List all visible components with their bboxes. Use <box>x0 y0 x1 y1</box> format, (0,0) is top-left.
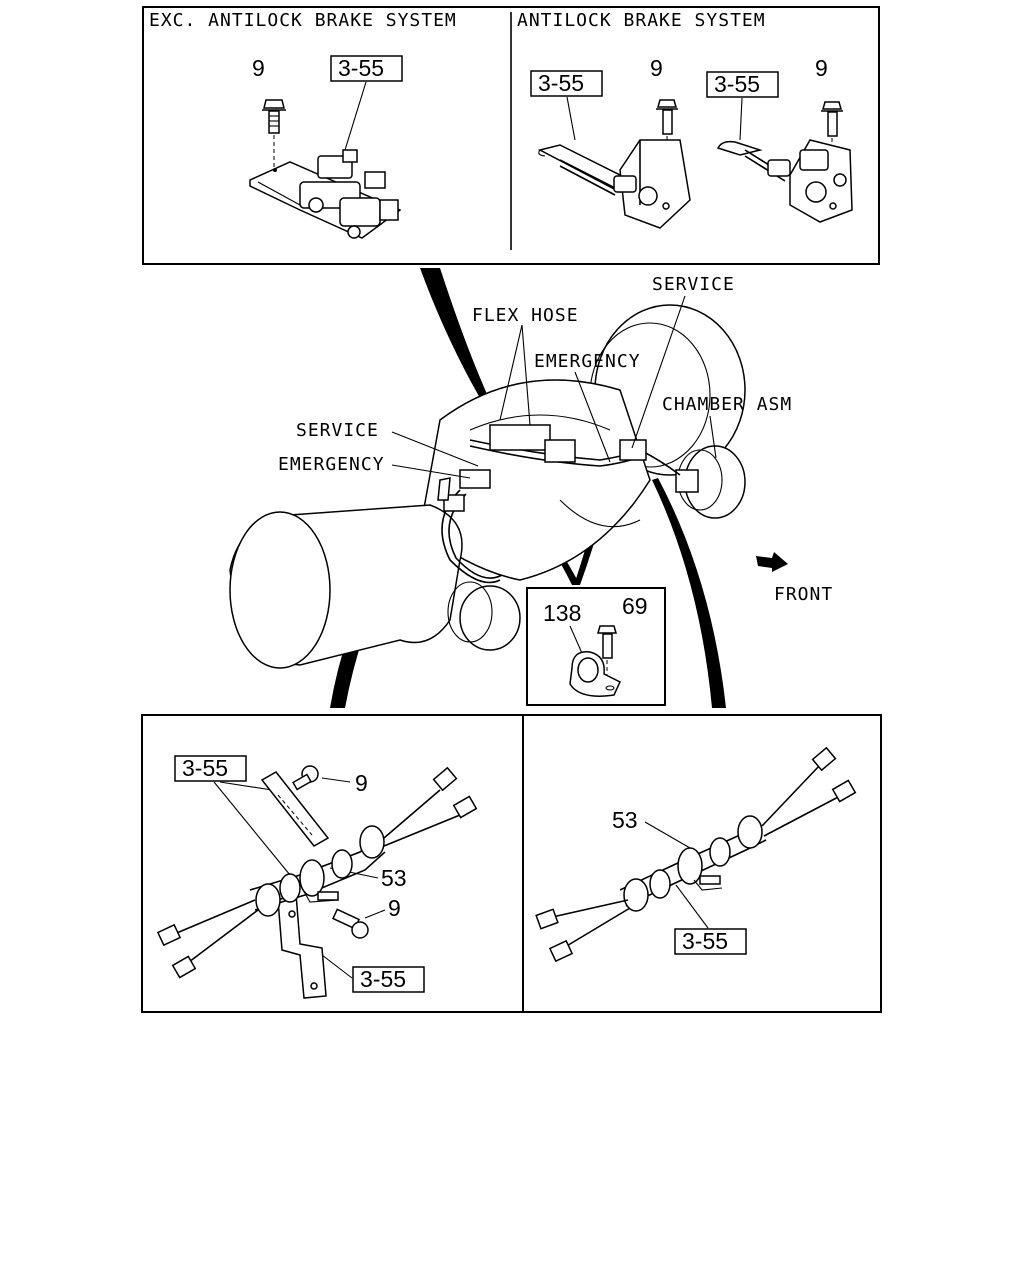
clip-number-53: 53 <box>381 865 407 891</box>
clamp-icon <box>569 651 621 697</box>
leader-line <box>321 777 351 783</box>
abs-bracket-a-icon <box>537 139 691 229</box>
leader-line <box>213 781 291 876</box>
bolt-number-9-bottom: 9 <box>388 895 401 921</box>
clamp-bolt-number: 69 <box>622 593 648 619</box>
emergency-label-right: EMERGENCY <box>534 351 641 372</box>
ref-box-top <box>174 755 247 782</box>
ref-label-right: 3-55 <box>682 928 728 954</box>
ref-label-b: 3-55 <box>714 71 760 97</box>
bolt-number-9a: 9 <box>650 55 663 81</box>
leader-line <box>739 97 743 141</box>
leader-line <box>321 954 353 979</box>
flex-hose-label: FLEX HOSE <box>472 305 579 326</box>
leader-line <box>364 909 386 919</box>
service-label-left: SERVICE <box>296 420 379 441</box>
leader-line <box>644 821 691 849</box>
chamber-asm-label: CHAMBER ASM <box>662 394 792 415</box>
hose-assembly-icon <box>156 766 478 979</box>
leader-line <box>574 371 611 463</box>
leader-line <box>631 295 686 449</box>
service-label-right: SERVICE <box>652 274 735 295</box>
leader-line <box>391 431 479 467</box>
leader-line <box>344 81 367 151</box>
bolt-icon <box>332 908 369 939</box>
abs-title: ANTILOCK BRAKE SYSTEM <box>517 10 766 31</box>
leader-line <box>499 324 523 421</box>
leader-line <box>391 464 471 479</box>
top-panel-frame <box>142 6 880 265</box>
ref-label-bottom: 3-55 <box>360 966 406 992</box>
ref-box-b <box>706 71 779 98</box>
ref-box-a <box>530 70 603 97</box>
leader-line <box>219 781 273 791</box>
bracket-icon <box>277 892 327 999</box>
ref-box-bottom <box>352 966 425 993</box>
bolt-number-9-top: 9 <box>355 770 368 796</box>
bolt-icon <box>262 99 286 168</box>
ref-label-a: 3-55 <box>538 70 584 96</box>
ref-box-right <box>674 928 747 955</box>
leader-line <box>675 884 709 929</box>
bolt-number-9: 9 <box>252 55 265 81</box>
axle-assembly-icon <box>229 304 746 669</box>
leader-line <box>566 96 576 141</box>
emergency-label-left: EMERGENCY <box>278 454 385 475</box>
abs-bracket-b-icon <box>716 139 853 223</box>
clamp-part-number: 138 <box>543 600 581 626</box>
bolt-icon <box>292 765 319 791</box>
bottom-panel: 3-55 9 53 9 3-55 <box>141 714 882 1013</box>
ref-label: 3-55 <box>338 55 384 81</box>
bolt-number-9b: 9 <box>815 55 828 81</box>
bottom-panel-frame <box>141 714 882 1013</box>
clamp-detail-box: 138 69 <box>526 587 666 706</box>
top-panel: EXC. ANTILOCK BRAKE SYSTEM 9 3-55 <box>142 6 880 265</box>
leader-line <box>709 415 717 459</box>
bracket-icon <box>260 771 330 847</box>
ref-box <box>330 55 403 82</box>
exc-abs-title: EXC. ANTILOCK BRAKE SYSTEM <box>149 10 457 31</box>
clip-number-53-right: 53 <box>612 807 638 833</box>
bolt-icon <box>656 99 678 205</box>
front-label: FRONT <box>774 584 833 605</box>
ref-label-top: 3-55 <box>182 755 228 781</box>
hose-assembly-icon <box>535 746 857 963</box>
valve-assembly-icon <box>249 149 402 239</box>
leader-line <box>521 324 531 426</box>
front-arrow-icon <box>756 552 788 572</box>
